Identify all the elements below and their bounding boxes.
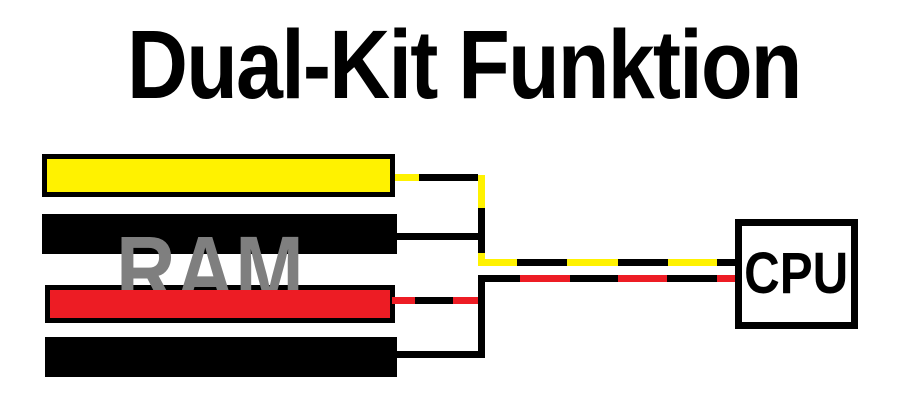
ram-module-slot-3 bbox=[50, 290, 390, 318]
wire-slot-3-out bbox=[392, 297, 485, 304]
wire-channel-b-to-cpu bbox=[478, 275, 735, 282]
wire-slot-1-out bbox=[395, 174, 478, 181]
ram-module-slot-4 bbox=[45, 337, 397, 377]
wire-channel-a-to-cpu bbox=[478, 259, 735, 266]
cpu-label: CPU bbox=[744, 241, 849, 306]
title-bar: Dual-Kit Funktion bbox=[0, 16, 911, 113]
wire-slot-4-out bbox=[397, 351, 485, 358]
wire-junction-channel-a bbox=[478, 175, 485, 266]
wire-slot-2-out bbox=[397, 233, 485, 240]
diagram-title: Dual-Kit Funktion bbox=[127, 10, 802, 119]
ram-module-slot-1 bbox=[42, 154, 395, 197]
wire-junction-channel-b bbox=[478, 277, 485, 358]
ram-module-slot-2 bbox=[42, 214, 397, 254]
cpu-box: CPU bbox=[735, 219, 858, 329]
